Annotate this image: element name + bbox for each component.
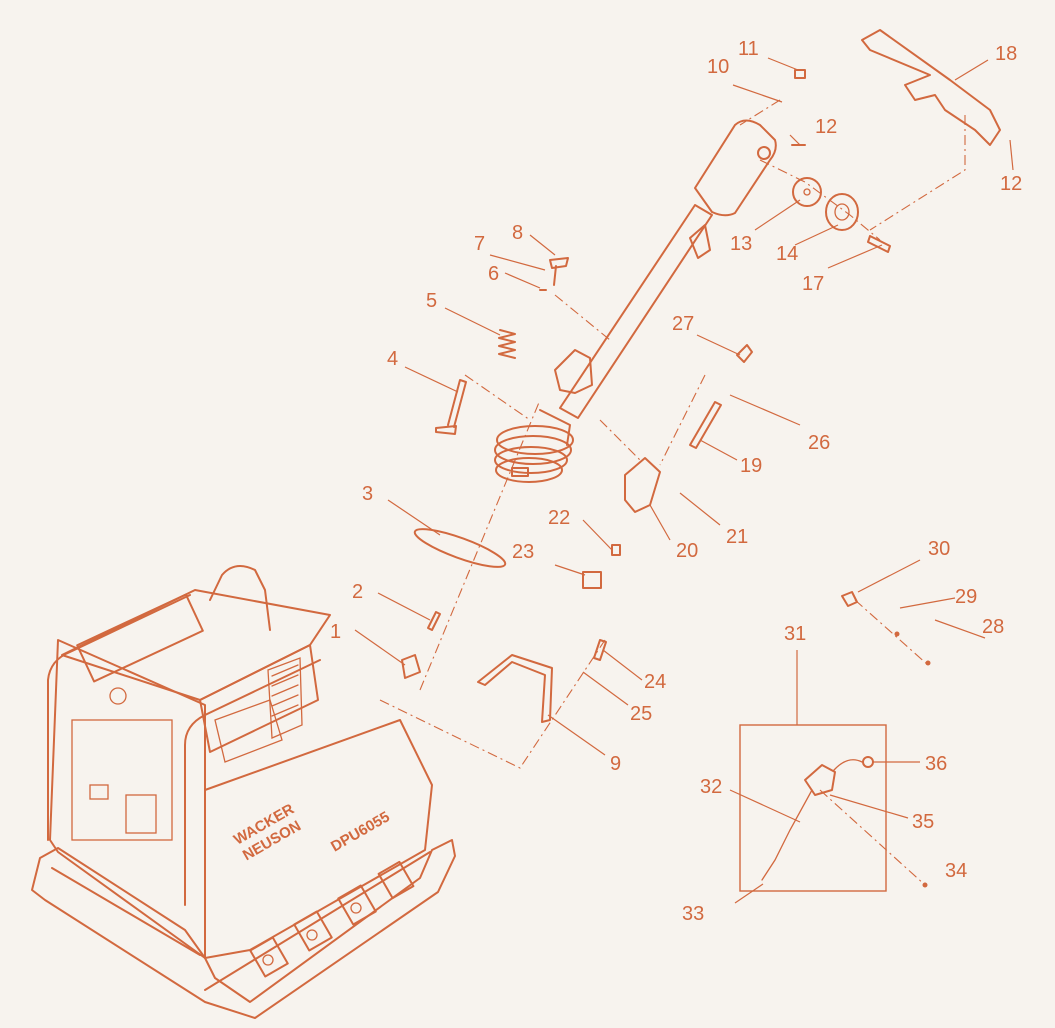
nut-34 xyxy=(922,882,928,888)
upper-handle-parts xyxy=(791,29,1001,253)
leader-lines xyxy=(354,57,1014,904)
callout-22: 22 xyxy=(548,507,570,529)
lower-housing xyxy=(49,639,206,959)
screw-28 xyxy=(925,660,931,666)
callout-35: 35 xyxy=(912,811,934,833)
callout-17: 17 xyxy=(802,273,824,295)
spring xyxy=(498,329,516,359)
throttle-lever xyxy=(804,764,836,796)
lever-bracket xyxy=(624,457,661,513)
screw xyxy=(427,611,441,631)
callout-19: 19 xyxy=(740,455,762,477)
handle-assembly xyxy=(401,119,777,679)
callout-1: 1 xyxy=(330,621,341,643)
handle-grip-pivot xyxy=(757,146,771,160)
lever-parts xyxy=(582,344,753,661)
lever-rod xyxy=(689,401,722,449)
brand-logo: WACKER NEUSON xyxy=(231,800,304,864)
engine-cover-front xyxy=(199,644,319,753)
callout-34: 34 xyxy=(945,860,967,882)
callout-6: 6 xyxy=(488,263,499,285)
callout-13: 13 xyxy=(730,233,752,255)
callout-12b: 12 xyxy=(1000,173,1022,195)
kit-box xyxy=(739,724,887,892)
callout-5: 5 xyxy=(426,290,437,312)
bushing xyxy=(401,654,421,679)
engine-cover-panel xyxy=(76,593,204,683)
callout-2: 2 xyxy=(352,581,363,603)
callout-32: 32 xyxy=(700,776,722,798)
callout-20: 20 xyxy=(676,540,698,562)
callout-7: 7 xyxy=(474,233,485,255)
callout-33: 33 xyxy=(682,903,704,925)
top-handle xyxy=(861,29,1001,146)
washer-13 xyxy=(792,177,822,207)
throttle-cable-kit xyxy=(739,650,928,892)
callout-4: 4 xyxy=(387,348,398,370)
model-label: DPU6055 xyxy=(328,808,393,855)
callout-21: 21 xyxy=(726,526,748,548)
callout-12a: 12 xyxy=(815,116,837,138)
callout-27: 27 xyxy=(672,313,694,335)
pin xyxy=(549,257,569,286)
bellows xyxy=(494,409,574,483)
bushing-23 xyxy=(582,571,602,589)
base-plate xyxy=(31,839,456,1019)
small-fasteners xyxy=(841,591,931,666)
handle-shaft xyxy=(559,204,713,419)
callout-10: 10 xyxy=(707,56,729,78)
frame-handle xyxy=(209,565,271,631)
callout-11: 11 xyxy=(738,38,759,60)
base-plate-ribs xyxy=(249,860,415,978)
lower-housing-front xyxy=(204,719,433,959)
engine-cover-top xyxy=(61,589,331,701)
frame-tube-left xyxy=(47,594,191,841)
callout-25: 25 xyxy=(630,703,652,725)
clip-11 xyxy=(794,69,806,79)
lever-pin xyxy=(736,344,753,363)
callout-23: 23 xyxy=(512,541,534,563)
bolt-17 xyxy=(867,235,891,253)
plate-compactor: WACKER NEUSON DPU6055 xyxy=(31,565,456,1019)
callout-9: 9 xyxy=(610,753,621,775)
nut-30 xyxy=(841,591,858,607)
bolt xyxy=(435,379,467,435)
lower-handle-strap xyxy=(477,654,553,723)
callout-labels: 1 2 3 4 5 6 7 8 9 10 11 12 12 13 14 17 1… xyxy=(330,38,1022,925)
callout-31: 31 xyxy=(784,623,806,645)
handle-grip xyxy=(694,119,777,217)
callout-24: 24 xyxy=(644,671,666,693)
throttle-cable xyxy=(761,789,813,881)
callout-36: 36 xyxy=(925,753,947,775)
callout-8: 8 xyxy=(512,222,523,244)
handle-bracket xyxy=(554,349,593,394)
callout-3: 3 xyxy=(362,483,373,505)
callout-28: 28 xyxy=(982,616,1004,638)
assembly-lines xyxy=(379,99,966,886)
clip-22 xyxy=(611,544,621,556)
handle-shaft-detail xyxy=(689,224,711,259)
callout-26: 26 xyxy=(808,432,830,454)
callout-29: 29 xyxy=(955,586,977,608)
engine-internals xyxy=(71,657,303,841)
callout-30: 30 xyxy=(928,538,950,560)
washer-29 xyxy=(894,631,900,637)
roller-14 xyxy=(825,193,859,231)
callout-18: 18 xyxy=(995,43,1017,65)
o-ring xyxy=(413,528,507,568)
base-plate-rim xyxy=(51,851,431,991)
cable-end-36 xyxy=(862,756,874,768)
frame-tube-right xyxy=(184,659,321,906)
stud-24 xyxy=(593,639,607,661)
callout-14: 14 xyxy=(776,243,798,265)
